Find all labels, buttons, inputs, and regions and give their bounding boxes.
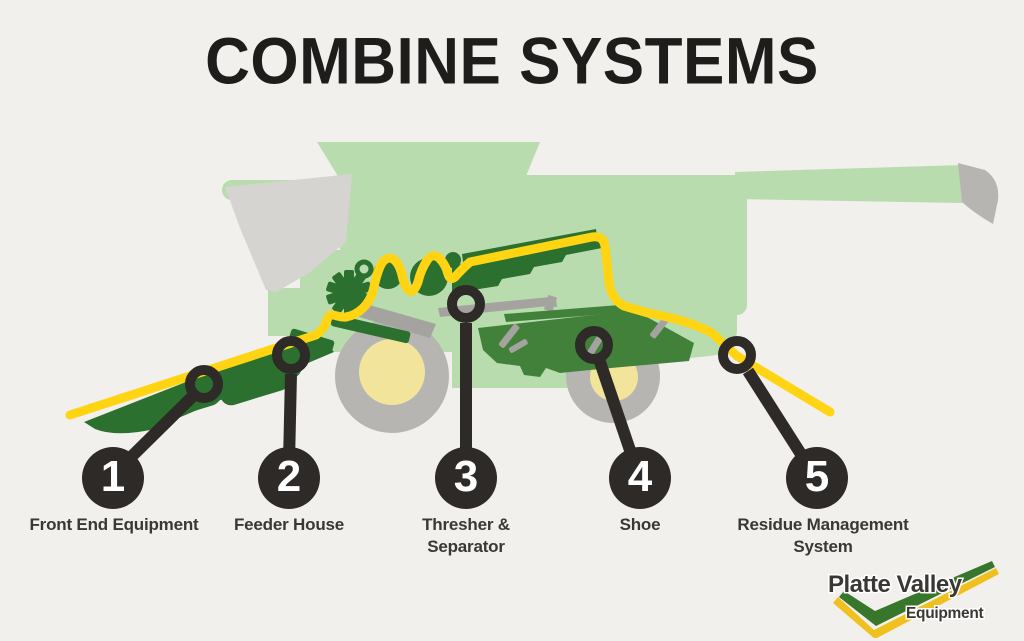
unload-auger [735,165,963,203]
cab-group [225,174,352,292]
callout-ring-1 [185,365,223,403]
page-title: COMBINE SYSTEMS [205,25,819,99]
chassis-wedge [346,300,436,338]
callout-label-thresher-separator: Thresher & Separator [422,515,510,556]
callout-ring-4 [575,326,613,364]
callout-number-5: 5 [786,447,848,509]
shoe-top-bar [504,304,634,322]
grain-shaft [438,297,557,317]
rotor-ring [354,259,374,279]
chassis-gray [346,294,558,338]
callout-ring-5 [718,336,756,374]
grain-tank-top [317,142,540,181]
logo-swoosh-yellow [833,568,999,638]
callout-line-5 [742,367,812,466]
crop-flow-path [65,232,835,420]
callout-ring-3 [447,285,485,323]
callout-label-shoe: Shoe [619,515,661,534]
auger-tip [958,163,999,224]
callout-number-2: 2 [258,447,320,509]
platte-valley-logo: Platte Valley Equipment [827,561,999,638]
header-blade [84,331,334,434]
shoe-accent-1 [498,323,520,348]
cab [225,174,352,292]
callout-line-4 [594,360,640,464]
callout-number-1: 1 [82,447,144,509]
front-bar-1 [330,314,411,344]
callout-label-residue-management: Residue Management System [737,515,909,556]
shoe-body [478,311,694,377]
callout-number-4: 4 [609,447,671,509]
callout-label-front-end-equipment: Front End Equipment [29,515,199,534]
straw-walker-serrated [452,238,602,295]
callout-number-3: 3 [435,447,497,509]
cleaning-shoe [478,304,694,377]
logo-tagline: Equipment [906,605,984,622]
shoe-accent-3 [650,315,670,339]
front-wheel-hub [359,339,425,405]
shaft-hook [543,294,558,312]
callout-ring-2 [272,336,310,374]
logo-swoosh-green [839,561,995,626]
shoe-accents [498,315,670,356]
callout-label-feeder-house: Feeder House [233,515,345,534]
shoe-accent-4 [508,339,528,353]
shoe-accent-2 [587,334,604,356]
logo-brand: Platte Valley [828,571,963,598]
